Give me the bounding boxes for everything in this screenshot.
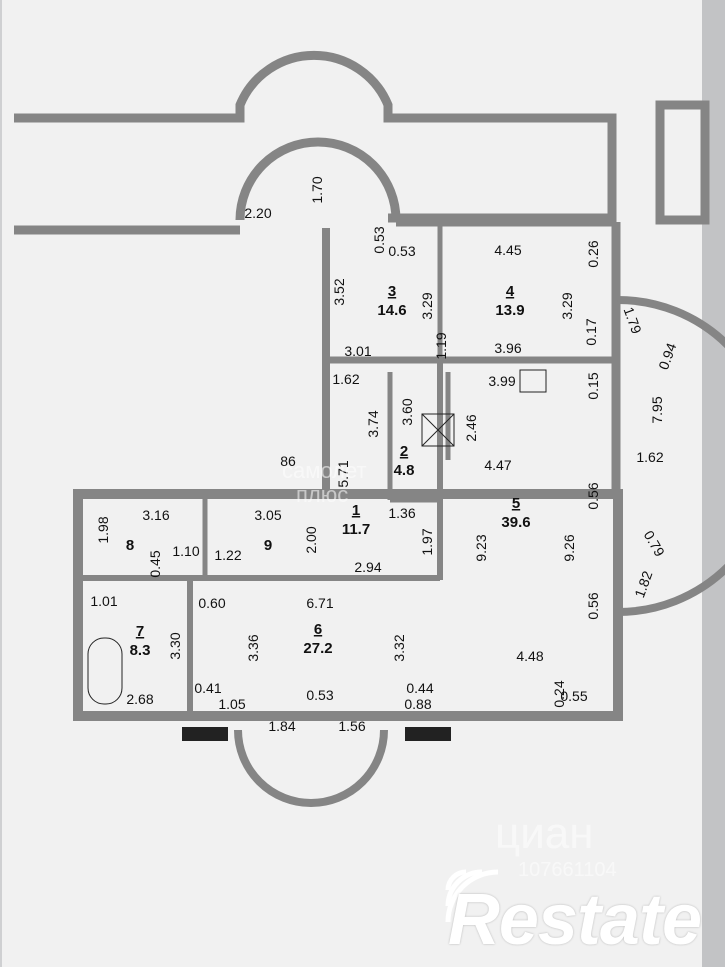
dimension-label: 2.20	[244, 205, 271, 221]
neighbor-fragment	[655, 100, 710, 225]
room-number-6: 6	[314, 621, 322, 638]
dimension-label: 1.22	[214, 547, 241, 563]
dimension-label: 4.47	[484, 457, 511, 473]
dimension-label: 0.60	[198, 595, 225, 611]
cian-id-watermark: 107661104	[518, 859, 617, 881]
dimension-label: 3.96	[494, 340, 521, 356]
dimension-label: 2.94	[354, 559, 381, 575]
dimension-label: 1.56	[338, 718, 365, 734]
samolet-watermark-2: плюс	[296, 482, 348, 507]
dimension-label: 3.36	[245, 634, 261, 661]
dimension-label: 3.16	[142, 507, 169, 523]
stove-icon	[519, 369, 547, 393]
dimension-label: 3.74	[365, 410, 381, 437]
shower-icon	[421, 413, 455, 447]
dimension-label: 1.36	[388, 505, 415, 521]
dimension-label: 6.71	[306, 595, 333, 611]
dimension-label: 1.84	[268, 718, 295, 734]
restate-logo: Restate	[447, 880, 702, 960]
restate-signal-icon	[445, 869, 499, 923]
dimension-label: 0.53	[306, 687, 333, 703]
dimension-label: 3.60	[399, 398, 415, 425]
dimension-label: 0.26	[585, 240, 601, 267]
dimension-label: 3.30	[167, 632, 183, 659]
dimension-label: 1.62	[636, 449, 663, 465]
dimension-label: 0.24	[551, 680, 567, 707]
dimension-label: 0.17	[583, 318, 599, 345]
samolet-watermark-1: самолет	[282, 458, 367, 483]
dimension-label: 86	[280, 453, 296, 469]
dimension-label: 1.01	[90, 593, 117, 609]
room-number-3: 3	[388, 283, 396, 300]
room-number-4: 4	[506, 283, 515, 300]
room-area-5: 39.6	[501, 514, 530, 531]
dimension-label: 1.19	[433, 332, 449, 359]
dimension-label: 9.26	[561, 534, 577, 561]
dimension-label: 2.46	[463, 414, 479, 441]
room-area-6: 27.2	[303, 640, 332, 657]
dimension-label: 0.53	[371, 226, 387, 253]
room-area-3: 14.6	[377, 302, 406, 319]
dimension-label: 2.00	[303, 526, 319, 553]
dimension-label: 4.45	[494, 242, 521, 258]
dimension-label: 0.41	[194, 680, 221, 696]
dimension-label: 5.71	[335, 460, 351, 487]
dimension-label: 0.56	[585, 592, 601, 619]
room-number-7: 7	[136, 623, 144, 640]
dimension-label: 3.29	[559, 292, 575, 319]
dimension-label: 1.70	[309, 176, 325, 203]
dimension-label: 3.29	[419, 292, 435, 319]
room-number-8: 8	[126, 537, 134, 554]
room-number-1: 1	[352, 502, 360, 519]
room-area-4: 13.9	[495, 302, 524, 319]
dimension-label: 1.98	[95, 516, 111, 543]
dimension-label: 1.97	[419, 528, 435, 555]
paper-edge	[702, 0, 725, 967]
paper-sheet	[2, 0, 702, 967]
dimension-label: 0.88	[404, 696, 431, 712]
bay-window-right	[617, 296, 725, 616]
dimension-label: 0.45	[147, 550, 163, 577]
dimension-label: 0.56	[585, 482, 601, 509]
dimension-label: 0.53	[388, 243, 415, 259]
dimension-label: 3.52	[331, 278, 347, 305]
room-number-2: 2	[400, 443, 408, 460]
dimension-label: 9.23	[473, 534, 489, 561]
dimension-label: 1.62	[332, 371, 359, 387]
bay-window-bottom	[234, 729, 388, 807]
bay-room-3	[235, 137, 401, 221]
bathtub-icon	[87, 637, 123, 705]
dimension-label: 0.15	[585, 372, 601, 399]
room-area-1: 11.7	[342, 521, 370, 538]
radiator-left-icon	[182, 727, 228, 741]
dimension-label: 0.55	[560, 688, 587, 704]
dimension-label: 3.32	[391, 634, 407, 661]
dimension-label: 3.01	[344, 343, 371, 359]
room-area-7: 8.3	[130, 642, 151, 659]
dimension-label: 3.99	[488, 373, 515, 389]
dimension-label: 0.44	[406, 680, 433, 696]
dimension-label: 3.05	[254, 507, 281, 523]
dimension-label: 1.10	[172, 543, 199, 559]
main-outer-wall	[73, 489, 623, 721]
room-number-9: 9	[264, 537, 272, 554]
room-number-5: 5	[512, 495, 520, 512]
room-area-2: 4.8	[394, 462, 415, 479]
dimension-label: 4.48	[516, 648, 543, 664]
dimension-label: 7.95	[649, 396, 665, 423]
room-labels: 1 11.7 2 4.8 3 14.6 4 13.9 5 39.6 6 27.2 7 8.3 8 9	[126, 283, 531, 659]
cian-watermark: циан	[495, 809, 594, 858]
walls	[14, 50, 725, 807]
radiator-right-icon	[405, 727, 451, 741]
dimension-label: 1.05	[218, 696, 245, 712]
balcony-wall	[14, 50, 617, 235]
dimension-label: 2.68	[126, 691, 153, 707]
